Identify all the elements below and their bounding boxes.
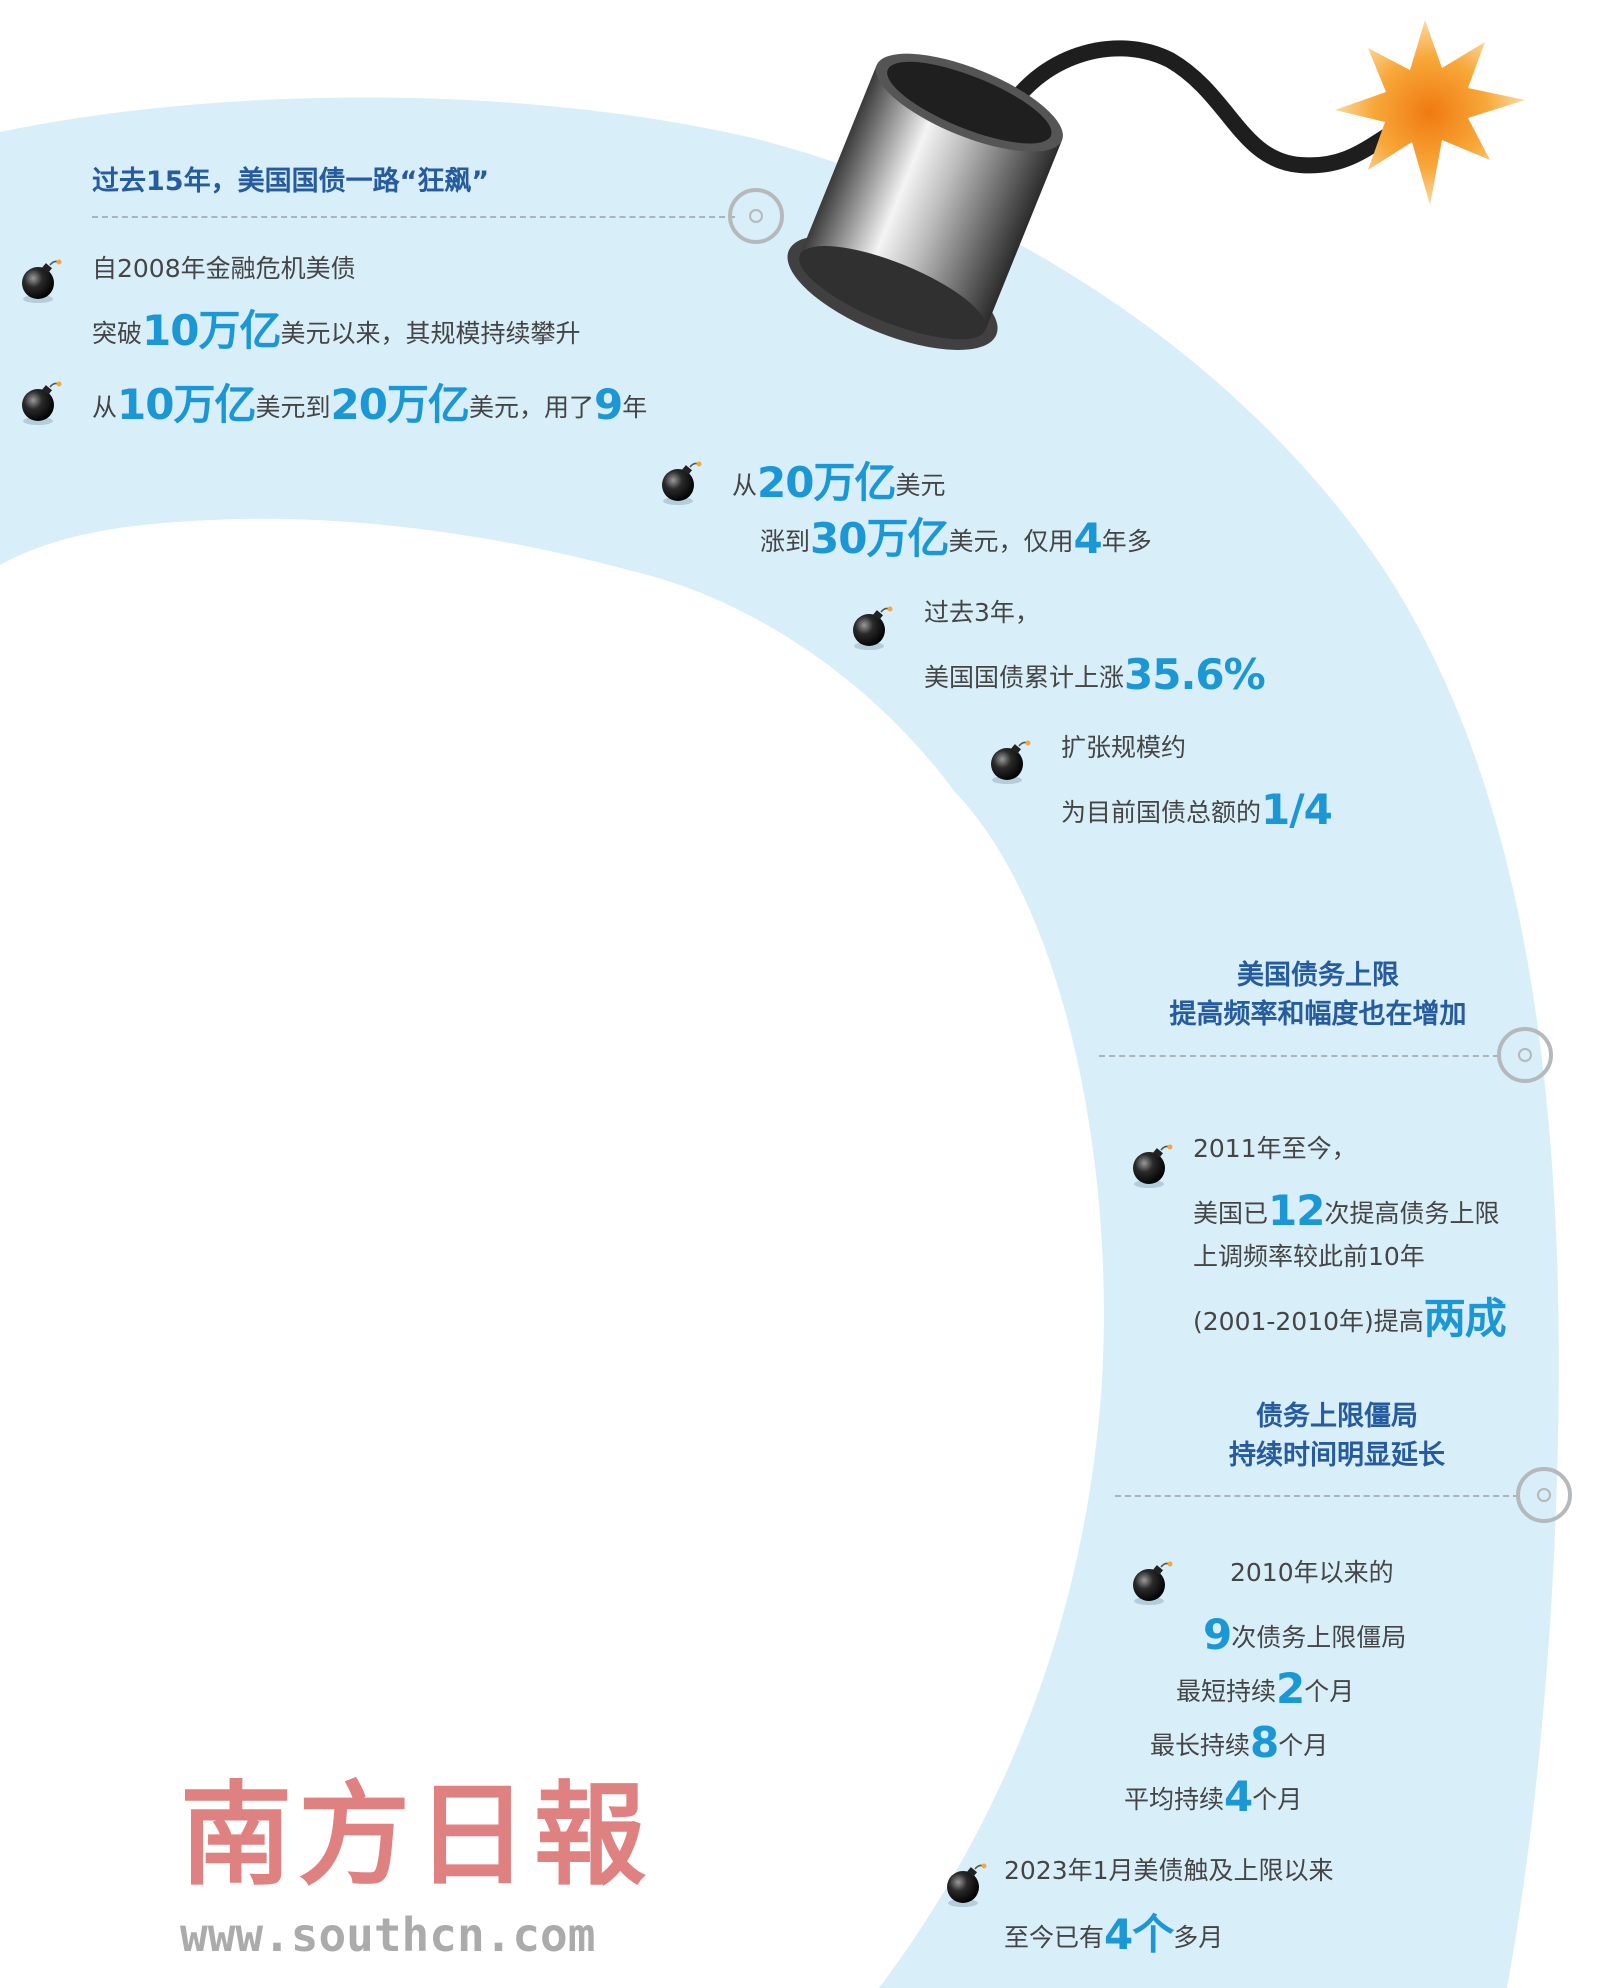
- bomb-icon: [18, 258, 64, 304]
- bomb-icon: [987, 739, 1033, 785]
- bomb-icon: [943, 1862, 989, 1908]
- bomb-icon: [18, 380, 64, 426]
- section-title-line: 持续时间明显延长: [1229, 1440, 1445, 1471]
- fact-line: 自2008年金融危机美债: [92, 256, 356, 281]
- bomb-icon: [849, 605, 895, 651]
- spark-icon: [1335, 20, 1525, 205]
- fact-line: 美国已12次提高债务上限: [1193, 1190, 1499, 1232]
- highlight-number: 9: [593, 380, 623, 429]
- fact-line: 9次债务上限僵局: [1203, 1614, 1406, 1656]
- highlight-number: 8: [1250, 1718, 1279, 1767]
- fact-text: 2010年以来的: [1230, 1558, 1394, 1587]
- fact-line: 为目前国债总额的1/4: [1061, 789, 1333, 831]
- fact-line: 最短持续2个月: [1176, 1668, 1354, 1710]
- fact-text: 个月: [1252, 1785, 1303, 1814]
- fact-text: 从: [732, 471, 758, 500]
- highlight-number: 4: [1224, 1772, 1253, 1821]
- watermark-logo: 南方日報: [180, 1770, 652, 1901]
- watermark-url: www.southcn.com: [180, 1908, 596, 1962]
- fact-line: 最长持续8个月: [1150, 1722, 1328, 1764]
- fact-text: 最短持续: [1176, 1677, 1277, 1706]
- highlight-number: 2: [1276, 1664, 1305, 1713]
- target-ring-icon: [1497, 1027, 1553, 1083]
- highlight-number: 30万亿: [810, 514, 949, 563]
- fact-text: 个月: [1304, 1677, 1355, 1706]
- target-ring-icon: [1516, 1467, 1572, 1523]
- fact-text: 上调频率较此前10年: [1193, 1242, 1425, 1271]
- fact-text: 2011年至今，: [1193, 1134, 1357, 1163]
- section-title-line: 债务上限僵局: [1256, 1401, 1418, 1432]
- fact-text: 次债务上限僵局: [1231, 1623, 1407, 1652]
- fact-text: 个月: [1278, 1731, 1329, 1760]
- fact-text: (2001-2010年)提高: [1193, 1307, 1424, 1336]
- fact-text: 次提高债务上限: [1324, 1199, 1500, 1228]
- fact-text: 年多: [1101, 527, 1152, 556]
- fact-line: 过去3年，: [924, 600, 1040, 625]
- highlight-number: 4: [1073, 514, 1102, 563]
- fact-text: 至今已有: [1004, 1923, 1105, 1952]
- fact-line: 扩张规模约: [1061, 735, 1186, 760]
- debt-band: [0, 97, 1559, 1988]
- highlight-number: 20万亿: [757, 458, 896, 507]
- fact-text: 美国已: [1193, 1199, 1269, 1228]
- fact-text: 美元，仅用: [948, 527, 1074, 556]
- fact-text: 过去3年，: [924, 598, 1040, 627]
- fact-text: 从: [92, 393, 118, 422]
- fact-text: 2023年1月美债触及上限以来: [1004, 1856, 1334, 1885]
- highlight-number: 10万亿: [142, 306, 281, 355]
- bomb-icon: [1129, 1143, 1175, 1189]
- section-title: 美国债务上限提高频率和幅度也在增加: [1068, 956, 1568, 1034]
- highlight-number: 12: [1268, 1186, 1325, 1235]
- fact-line: 美国国债累计上涨35.6%: [924, 654, 1266, 696]
- bomb-icon: [658, 460, 704, 506]
- highlight-number: 9: [1203, 1610, 1232, 1659]
- bomb-can-icon: [787, 53, 1063, 350]
- fact-text: 自2008年金融危机美债: [92, 254, 356, 283]
- fact-line: 从20万亿美元: [732, 462, 945, 504]
- bomb-icon: [1129, 1560, 1175, 1606]
- fuse-icon: [992, 40, 1433, 174]
- highlight-number: 1/4: [1261, 785, 1333, 834]
- dashed-divider: [92, 216, 735, 218]
- fact-text: 美元以来，其规模持续攀升: [280, 319, 581, 348]
- target-ring-icon: [728, 188, 784, 244]
- fact-text: 美元到: [255, 393, 331, 422]
- fact-line: 2010年以来的: [1230, 1560, 1394, 1585]
- fact-line: 2023年1月美债触及上限以来: [1004, 1858, 1334, 1883]
- dashed-divider: [1115, 1495, 1519, 1497]
- highlight-number: 35.6%: [1124, 650, 1266, 699]
- fact-text: 为目前国债总额的: [1061, 798, 1262, 827]
- fact-text: 涨到: [760, 527, 811, 556]
- fact-line: 突破10万亿美元以来，其规模持续攀升: [92, 310, 580, 352]
- fact-text: 美国国债累计上涨: [924, 663, 1125, 692]
- section-title-line: 美国债务上限: [1237, 960, 1399, 991]
- section-title: 债务上限僵局持续时间明显延长: [1087, 1397, 1587, 1475]
- highlight-number: 4个: [1104, 1910, 1174, 1959]
- fact-text: 扩张规模约: [1061, 733, 1187, 762]
- fact-line: (2001-2010年)提高两成: [1193, 1298, 1507, 1340]
- fact-text: 美元，用了: [468, 393, 594, 422]
- fact-text: 突破: [92, 319, 143, 348]
- dashed-divider: [1099, 1055, 1499, 1057]
- fact-text: 年: [622, 393, 648, 422]
- fact-text: 平均持续: [1124, 1785, 1225, 1814]
- fact-line: 平均持续4个月: [1124, 1776, 1302, 1818]
- fact-line: 至今已有4个多月: [1004, 1914, 1223, 1956]
- fact-line: 涨到30万亿美元，仅用4年多: [760, 518, 1152, 560]
- fact-text: 最长持续: [1150, 1731, 1251, 1760]
- section-title: 过去15年，美国国债一路“狂飙”: [92, 162, 489, 201]
- highlight-number: 10万亿: [117, 380, 256, 429]
- section-title-line: 提高频率和幅度也在增加: [1169, 999, 1467, 1030]
- section-title-line: 过去15年，美国国债一路“狂飙”: [92, 166, 490, 197]
- fact-text: 多月: [1173, 1923, 1224, 1952]
- fact-line: 2011年至今，: [1193, 1136, 1357, 1161]
- highlight-number: 20万亿: [330, 380, 469, 429]
- fact-line: 从10万亿美元到20万亿美元，用了9年: [92, 384, 647, 426]
- fact-line: 上调频率较此前10年: [1193, 1244, 1425, 1269]
- highlight-number: 两成: [1423, 1294, 1507, 1343]
- fact-text: 美元: [895, 471, 946, 500]
